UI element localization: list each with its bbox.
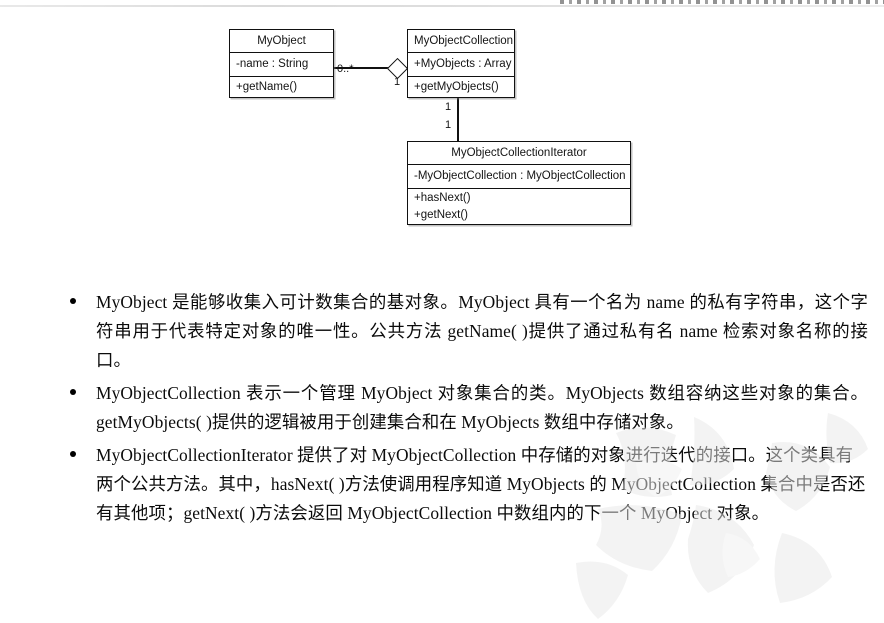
bullet-paragraph-myobjectcollection: MyObjectCollection 表示一个管理 MyObject 对象集合的… bbox=[96, 383, 868, 432]
uml-class-myobjectcollectioniterator: MyObjectCollectionIterator -MyObjectColl… bbox=[407, 141, 631, 225]
uml-class-myobject: MyObject -name : String +getName() bbox=[229, 29, 334, 99]
uml-operation-getmyobjects: +getMyObjects() bbox=[408, 75, 514, 97]
multiplicity-label-collection-side: 1 bbox=[445, 101, 452, 113]
uml-operations-compartment-iterator: +hasNext() +getNext() bbox=[408, 187, 630, 224]
bullet-dot-icon bbox=[70, 298, 76, 304]
multiplicity-label-target: 1 bbox=[394, 76, 401, 88]
uml-class-diagram: 0..* 1 1 1 MyObject -name : String +getN… bbox=[0, 0, 884, 230]
list-item: MyObjectCollection 表示一个管理 MyObject 对象集合的… bbox=[68, 379, 868, 437]
multiplicity-label-source: 0..* bbox=[337, 63, 354, 75]
scan-top-cropped-line bbox=[0, 0, 884, 7]
cropped-text-sliver bbox=[560, 0, 884, 4]
uml-class-name-myobjectcollectioniterator: MyObjectCollectionIterator bbox=[451, 147, 587, 159]
uml-operation-getnext: +getNext() bbox=[414, 209, 469, 222]
uml-operation-myobject-getname: +getName() bbox=[230, 75, 333, 97]
list-item: MyObjectCollectionIterator 提供了对 MyObject… bbox=[68, 441, 868, 528]
list-item: MyObject 是能够收集入可计数集合的基对象。MyObject 具有一个名为… bbox=[68, 288, 868, 375]
scan-edge-line bbox=[0, 5, 884, 7]
uml-attribute-iterator-collection: -MyObjectCollection : MyObjectCollection bbox=[408, 164, 630, 187]
bullet-dot-icon bbox=[70, 451, 76, 457]
bullet-dot-icon bbox=[70, 389, 76, 395]
uml-class-myobjectcollection: MyObjectCollection +MyObjects : Array +g… bbox=[407, 29, 515, 99]
bullet-paragraph-myobject: MyObject 是能够收集入可计数集合的基对象。MyObject 具有一个名为… bbox=[96, 292, 868, 370]
uml-operation-hasnext: +hasNext() bbox=[414, 191, 471, 204]
uml-class-name-myobject: MyObject bbox=[257, 35, 306, 47]
collection-iterator-connector-line bbox=[457, 98, 459, 141]
uml-attribute-myobject-name: -name : String bbox=[230, 52, 333, 75]
bullet-paragraph-myobjectcollectioniterator: MyObjectCollectionIterator 提供了对 MyObject… bbox=[96, 445, 866, 523]
aggregation-connector-line bbox=[334, 67, 407, 69]
uml-attribute-myobjects-array: +MyObjects : Array bbox=[408, 52, 514, 75]
body-text-block: MyObject 是能够收集入可计数集合的基对象。MyObject 具有一个名为… bbox=[68, 288, 868, 532]
multiplicity-label-iterator-side: 1 bbox=[445, 119, 452, 131]
bullet-list: MyObject 是能够收集入可计数集合的基对象。MyObject 具有一个名为… bbox=[68, 288, 868, 528]
uml-class-name-myobjectcollection: MyObjectCollection bbox=[414, 35, 514, 47]
